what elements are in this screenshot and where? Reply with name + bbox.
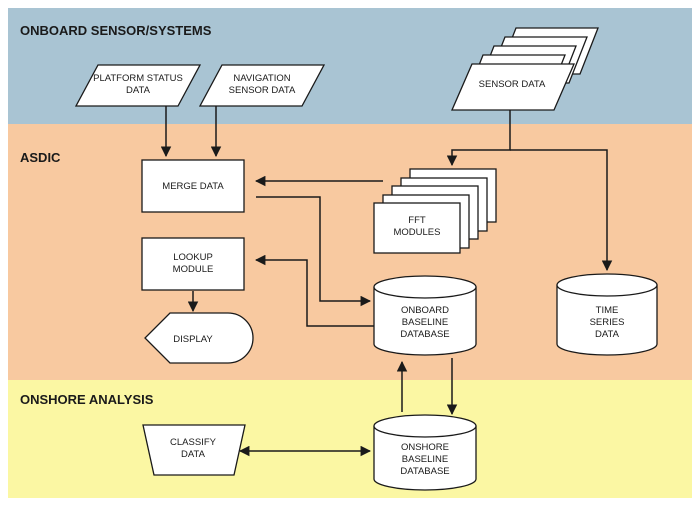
label-line: DATA [181,449,206,460]
label-line: DATABASE [400,466,449,477]
node-sensor-data-label: SENSOR DATA [479,79,546,90]
node-merge-data-label: MERGE DATA [162,181,224,192]
zone-label-onshore: ONSHORE ANALYSIS [20,392,154,407]
label-line: BASELINE [402,317,448,328]
label-line: PLATFORM STATUS [93,73,183,84]
connectors [160,106,613,457]
label-line: CLASSIFY [170,437,217,448]
label-line: SENSOR DATA [229,85,296,96]
label-line: FFT [408,215,426,226]
label-line: SENSOR DATA [479,79,546,90]
node-merge-data: MERGE DATA [141,159,245,213]
label-line: DATA [595,329,620,340]
label-line: SERIES [590,317,625,328]
label-line: ONBOARD [401,305,449,316]
node-display: DISPLAY [144,312,254,364]
zone-label-onboard: ONBOARD SENSOR/SYSTEMS [20,23,212,38]
label-line: LOOKUP [173,252,213,263]
label-line: DATABASE [400,329,449,340]
label-line: MERGE DATA [162,181,224,192]
zone-label-asdic: ASDIC [20,150,61,165]
arrow-merge-to-onboard-db [256,196,372,307]
label-line: NAVIGATION [233,73,290,84]
label-line: MODULE [173,264,214,275]
node-display-label: DISPLAY [173,334,213,345]
label-line: DATA [126,85,151,96]
arrow-sensor-branch [446,110,511,167]
label-line: MODULES [394,227,441,238]
arrow-onboard-db-to-lookup [254,254,374,327]
label-line: TIME [596,305,619,316]
zone-onshore [8,380,692,498]
node-sensor-data: SENSOR DATA [451,27,599,111]
label-line: ONSHORE [401,442,449,453]
label-line: BASELINE [402,454,448,465]
arrow-sensor-to-timeseries [510,149,613,272]
label-line: DISPLAY [173,334,213,345]
